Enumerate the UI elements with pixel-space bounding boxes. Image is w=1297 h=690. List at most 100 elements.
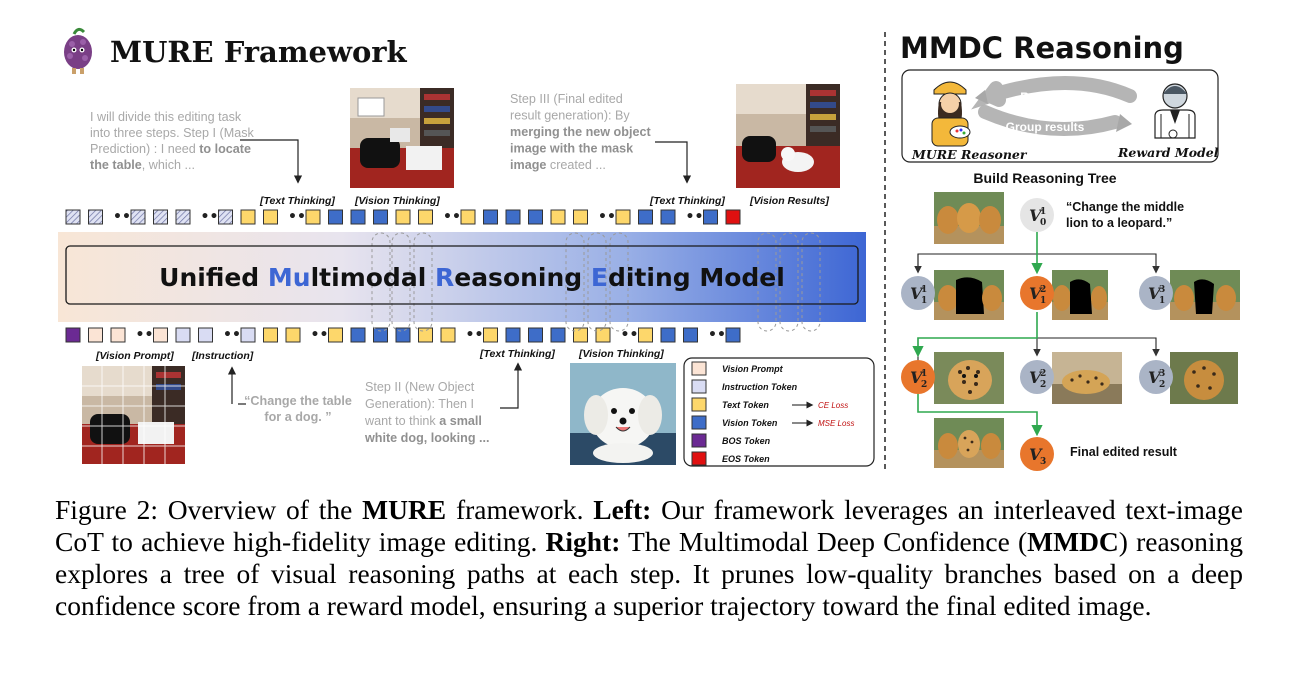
legend-label: EOS Token bbox=[722, 454, 770, 464]
node-base: V bbox=[1148, 284, 1162, 303]
left-title: MURE Framework bbox=[110, 35, 408, 69]
node-sup: 1 bbox=[921, 285, 927, 295]
figure-caption: Figure 2: Overview of the MURE framework… bbox=[55, 494, 1244, 621]
token-v bbox=[725, 327, 741, 343]
token-v bbox=[660, 209, 676, 225]
right-title: MMDC Reasoning bbox=[900, 31, 1184, 65]
lion-mask-image-3 bbox=[1170, 270, 1240, 320]
bottom-label-text-thinking: [Text Thinking] bbox=[479, 348, 555, 360]
token-ellipsis: •• bbox=[113, 209, 131, 225]
text-line-segment: merging the new object bbox=[510, 125, 651, 139]
reasoner-icon bbox=[931, 81, 971, 147]
text-line-segment: Step II (New Object bbox=[365, 380, 475, 394]
text-line-segment: Step III (Final edited bbox=[510, 92, 623, 106]
bottom-label-instruction: [Instruction] bbox=[191, 350, 254, 362]
token-t bbox=[263, 327, 278, 343]
bottom-label-vision-prompt: [Vision Prompt] bbox=[95, 350, 174, 362]
token-v bbox=[505, 327, 521, 343]
step2-connector bbox=[500, 362, 523, 409]
node-base: V bbox=[910, 368, 924, 387]
top-token-row: •••••••••••• bbox=[65, 209, 741, 225]
step3-connector bbox=[655, 141, 692, 184]
bottom-token-row: •••••••••••• bbox=[65, 327, 741, 343]
token-v bbox=[528, 209, 543, 225]
token-v bbox=[683, 327, 698, 343]
token-vp bbox=[88, 327, 103, 343]
token-ellipsis: •• bbox=[136, 327, 154, 343]
legend-swatch bbox=[691, 361, 707, 376]
top-label-text-thinking-2: [Text Thinking] bbox=[649, 195, 725, 207]
node-sub: 0 bbox=[1040, 218, 1046, 228]
token-ellipsis: •• bbox=[466, 327, 484, 343]
attention-loops bbox=[371, 232, 821, 332]
node-sub: 1 bbox=[1159, 296, 1165, 306]
token-eos bbox=[725, 209, 741, 225]
token-ellipsis: •• bbox=[443, 209, 461, 225]
token-v bbox=[483, 209, 498, 225]
text-line-segment: result generation): By bbox=[510, 109, 630, 123]
token-h bbox=[175, 209, 191, 225]
node-base: V bbox=[1148, 368, 1162, 387]
mure-figure: MURE Framework I will divide this editin… bbox=[58, 27, 1240, 471]
legend-swatch bbox=[691, 415, 707, 430]
legend-swatch bbox=[691, 397, 707, 412]
token-ellipsis: •• bbox=[621, 327, 639, 343]
token-ins bbox=[198, 327, 213, 343]
text-line: lion to a leopard.” bbox=[1066, 216, 1172, 230]
node-sup: 3 bbox=[1159, 369, 1165, 379]
token-t bbox=[305, 209, 321, 225]
tree-node-v3: V3 bbox=[1020, 437, 1054, 471]
token-t bbox=[460, 209, 476, 225]
node-sup: 2 bbox=[1040, 285, 1046, 295]
legend-label: Instruction Token bbox=[722, 382, 798, 392]
text-line: for a dog. ” bbox=[264, 410, 331, 424]
text-line-segment: I will divide this editing task bbox=[90, 110, 242, 124]
legend-label: BOS Token bbox=[722, 436, 771, 446]
step1-connector bbox=[240, 139, 303, 184]
token-t bbox=[395, 209, 411, 225]
legend-swatch bbox=[691, 451, 707, 466]
tree-node-v1_1: V11 bbox=[901, 276, 935, 310]
reward-model-label: Reward Model bbox=[1117, 145, 1219, 160]
node-base: V bbox=[1029, 206, 1043, 225]
model-gradient-band bbox=[58, 232, 866, 322]
token-v bbox=[328, 209, 343, 225]
selected-path bbox=[912, 232, 1043, 437]
node-sub: 2 bbox=[1159, 380, 1165, 390]
group-results-arrowhead bbox=[1116, 114, 1132, 132]
text-line-segment: Generation): Then I bbox=[365, 397, 474, 411]
token-t bbox=[573, 327, 588, 343]
tree-node-v1_3: V31 bbox=[1139, 276, 1173, 310]
leopard-image-1 bbox=[934, 352, 1004, 404]
legend-swatch bbox=[691, 433, 707, 448]
token-t bbox=[573, 209, 588, 225]
token-ins bbox=[175, 327, 191, 343]
top-label-vision-results: [Vision Results] bbox=[749, 195, 829, 207]
token-ellipsis: •• bbox=[708, 327, 726, 343]
legend-label: Vision Prompt bbox=[722, 364, 784, 374]
legend-swatch bbox=[691, 379, 707, 394]
token-t bbox=[638, 327, 653, 343]
tree-title: Build Reasoning Tree bbox=[973, 170, 1116, 186]
token-t bbox=[550, 209, 566, 225]
node-sup: 1 bbox=[1040, 207, 1046, 217]
dog-image bbox=[570, 363, 676, 465]
token-t bbox=[285, 327, 301, 343]
tree-node-v1_2: V21 bbox=[1020, 276, 1054, 310]
node-sub: 1 bbox=[921, 296, 927, 306]
reasoner-label: MURE Reasoner bbox=[911, 147, 1028, 162]
node-sub: 3 bbox=[1040, 457, 1046, 467]
top-label-vision-thinking: [Vision Thinking] bbox=[354, 195, 440, 207]
top-label-text-thinking-1: [Text Thinking] bbox=[259, 195, 335, 207]
node-sub: 2 bbox=[1040, 380, 1046, 390]
token-h bbox=[65, 209, 81, 225]
node-base: V bbox=[1029, 284, 1043, 303]
text-line-segment: want to think bbox=[364, 414, 439, 428]
token-t bbox=[418, 209, 433, 225]
final-result-image bbox=[934, 418, 1004, 468]
